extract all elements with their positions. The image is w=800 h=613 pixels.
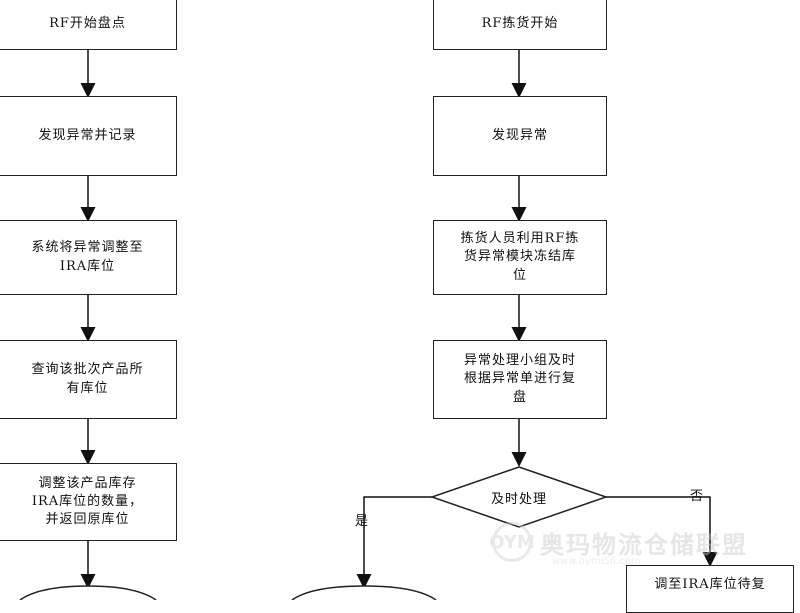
right-step-find-exception: 发现异常 xyxy=(433,96,607,176)
watermark-text: 奥玛物流仓储联盟 xyxy=(540,530,748,559)
right-step1-label: RF拣货开始 xyxy=(481,15,559,31)
left-step1-label: RF开始盘点 xyxy=(49,15,126,31)
right-step-rf-picking-start: RF拣货开始 xyxy=(433,0,607,50)
no-branch-move-to-ira: 调至IRA库位待复 xyxy=(626,565,794,613)
left-step3-line1: 系统将异常调整至 xyxy=(31,240,144,256)
left-step-rf-start-inventory: RF开始盘点 xyxy=(0,0,177,50)
no-branch-label: 否 xyxy=(690,489,705,504)
right-step4-line1: 异常处理小组及时 xyxy=(463,353,576,369)
watermark-logo-icon: OYM xyxy=(489,522,535,562)
left-step5-line2: IRA库位的数量， xyxy=(31,493,144,509)
left-step3-line2: IRA库位 xyxy=(59,258,116,274)
watermark-url: www.oyml56.com xyxy=(552,556,641,567)
right-step3-line3: 位 xyxy=(512,267,527,283)
right-step2-label: 发现异常 xyxy=(491,127,548,143)
right-step-recount: 异常处理小组及时 根据异常单进行复 盘 xyxy=(433,340,607,419)
left-step-adjust-to-ira: 系统将异常调整至 IRA库位 xyxy=(0,220,177,295)
left-step5-line1: 调整该产品库存 xyxy=(38,475,137,491)
right-step3-line2: 货异常模块冻结库 xyxy=(463,249,576,265)
decision-label: 及时处理 xyxy=(490,492,547,507)
left-step2-label: 发现异常并记录 xyxy=(38,127,137,143)
left-step-query-batch-locations: 查询该批次产品所 有库位 xyxy=(0,340,177,419)
right-step3-line1: 拣货人员利用RF拣 xyxy=(460,231,580,247)
left-step-record-exception: 发现异常并记录 xyxy=(0,96,177,176)
left-step-adjust-ira-quantity: 调整该产品库存 IRA库位的数量， 并返回原库位 xyxy=(0,463,177,541)
right-step4-line2: 根据异常单进行复 xyxy=(463,371,576,387)
yes-branch-label: 是 xyxy=(355,514,370,529)
left-step5-line3: 并返回原库位 xyxy=(45,512,130,528)
left-step4-line1: 查询该批次产品所 xyxy=(31,362,144,378)
no-branch-box-label: 调至IRA库位待复 xyxy=(654,577,766,592)
right-step-freeze-location: 拣货人员利用RF拣 货异常模块冻结库 位 xyxy=(433,220,607,295)
right-step4-line3: 盘 xyxy=(512,389,527,405)
left-step4-line2: 有库位 xyxy=(66,380,109,396)
watermark: OYM 奥玛物流仓储联盟 www.oyml56.com xyxy=(489,512,792,572)
